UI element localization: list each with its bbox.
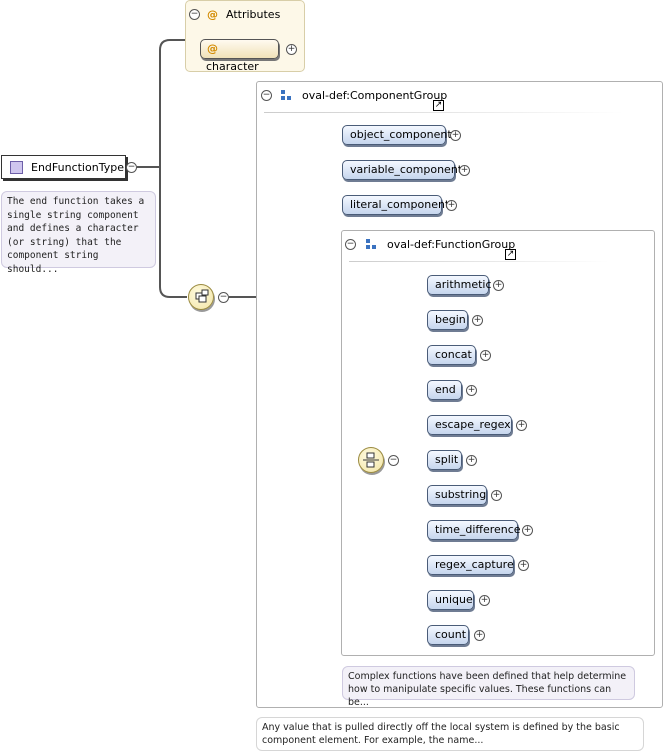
element-expand-toggle[interactable]: + [446,200,457,211]
element-expand-toggle[interactable]: + [466,455,477,466]
element-substring[interactable]: substring [427,485,487,505]
attribute-character[interactable]: @ character [200,39,279,73]
group-divider [264,112,624,113]
root-type-box[interactable]: EndFunctionType [1,155,126,179]
element-expand-toggle[interactable]: + [522,525,533,536]
complex-type-icon [10,160,23,174]
element-arithmetic[interactable]: arithmetic [427,275,492,295]
component-group-documentation: Any value that is pulled directly off th… [256,717,644,751]
root-collapse-toggle[interactable]: − [126,162,137,173]
attribute-label: character [206,60,259,73]
element-expand-toggle[interactable]: + [466,385,477,396]
function-group-title: oval-def:FunctionGroup [387,238,516,251]
element-variable-component[interactable]: variable_component [342,160,462,180]
element-expand-toggle[interactable]: + [459,165,470,176]
attribute-at-icon: @ [207,42,218,55]
attribute-expand-toggle[interactable]: + [286,44,297,55]
element-expand-toggle[interactable]: + [450,130,461,141]
group-icon [281,90,293,102]
attributes-panel [185,0,305,72]
group-divider [349,261,609,262]
element-literal-component[interactable]: literal_component [342,195,449,215]
element-expand-toggle[interactable]: + [479,595,490,606]
element-escape-regex[interactable]: escape_regex [427,415,512,435]
function-group-collapse-toggle[interactable]: − [345,239,356,250]
element-regex-capture[interactable]: regex_capture [427,555,514,575]
function-group-documentation: Complex functions have been defined that… [342,666,635,708]
attributes-title: Attributes [226,8,281,21]
external-link-icon[interactable]: ↗ [433,100,444,111]
element-expand-toggle[interactable]: + [518,560,529,571]
element-begin[interactable]: begin [427,310,468,330]
element-time-difference[interactable]: time_difference [427,520,521,540]
element-split[interactable]: split [427,450,462,470]
element-expand-toggle[interactable]: + [480,350,491,361]
element-expand-toggle[interactable]: + [491,490,502,501]
element-unique[interactable]: unique [427,590,474,610]
element-expand-toggle[interactable]: + [472,315,483,326]
group-icon [366,239,378,251]
element-object-component[interactable]: object_component [342,125,452,145]
sequence-compositor-icon[interactable] [188,284,214,310]
function-group-box [341,230,655,656]
component-group-title: oval-def:ComponentGroup [302,89,448,102]
component-group-collapse-toggle[interactable]: − [261,90,272,101]
root-documentation: The end function takes a single string c… [1,191,156,275]
element-expand-toggle[interactable]: + [493,280,504,291]
attribute-at-icon: @ [207,8,218,21]
attributes-collapse-toggle[interactable]: − [189,9,200,20]
sequence-collapse-toggle[interactable]: − [218,292,229,303]
root-type-name: EndFunctionType [31,160,124,174]
element-concat[interactable]: concat [427,345,476,365]
element-end[interactable]: end [427,380,462,400]
choice-compositor-icon[interactable] [358,447,384,473]
element-count[interactable]: count [427,625,469,645]
element-expand-toggle[interactable]: + [474,630,485,641]
choice-collapse-toggle[interactable]: − [388,455,399,466]
element-expand-toggle[interactable]: + [516,420,527,431]
external-link-icon[interactable]: ↗ [505,249,516,260]
